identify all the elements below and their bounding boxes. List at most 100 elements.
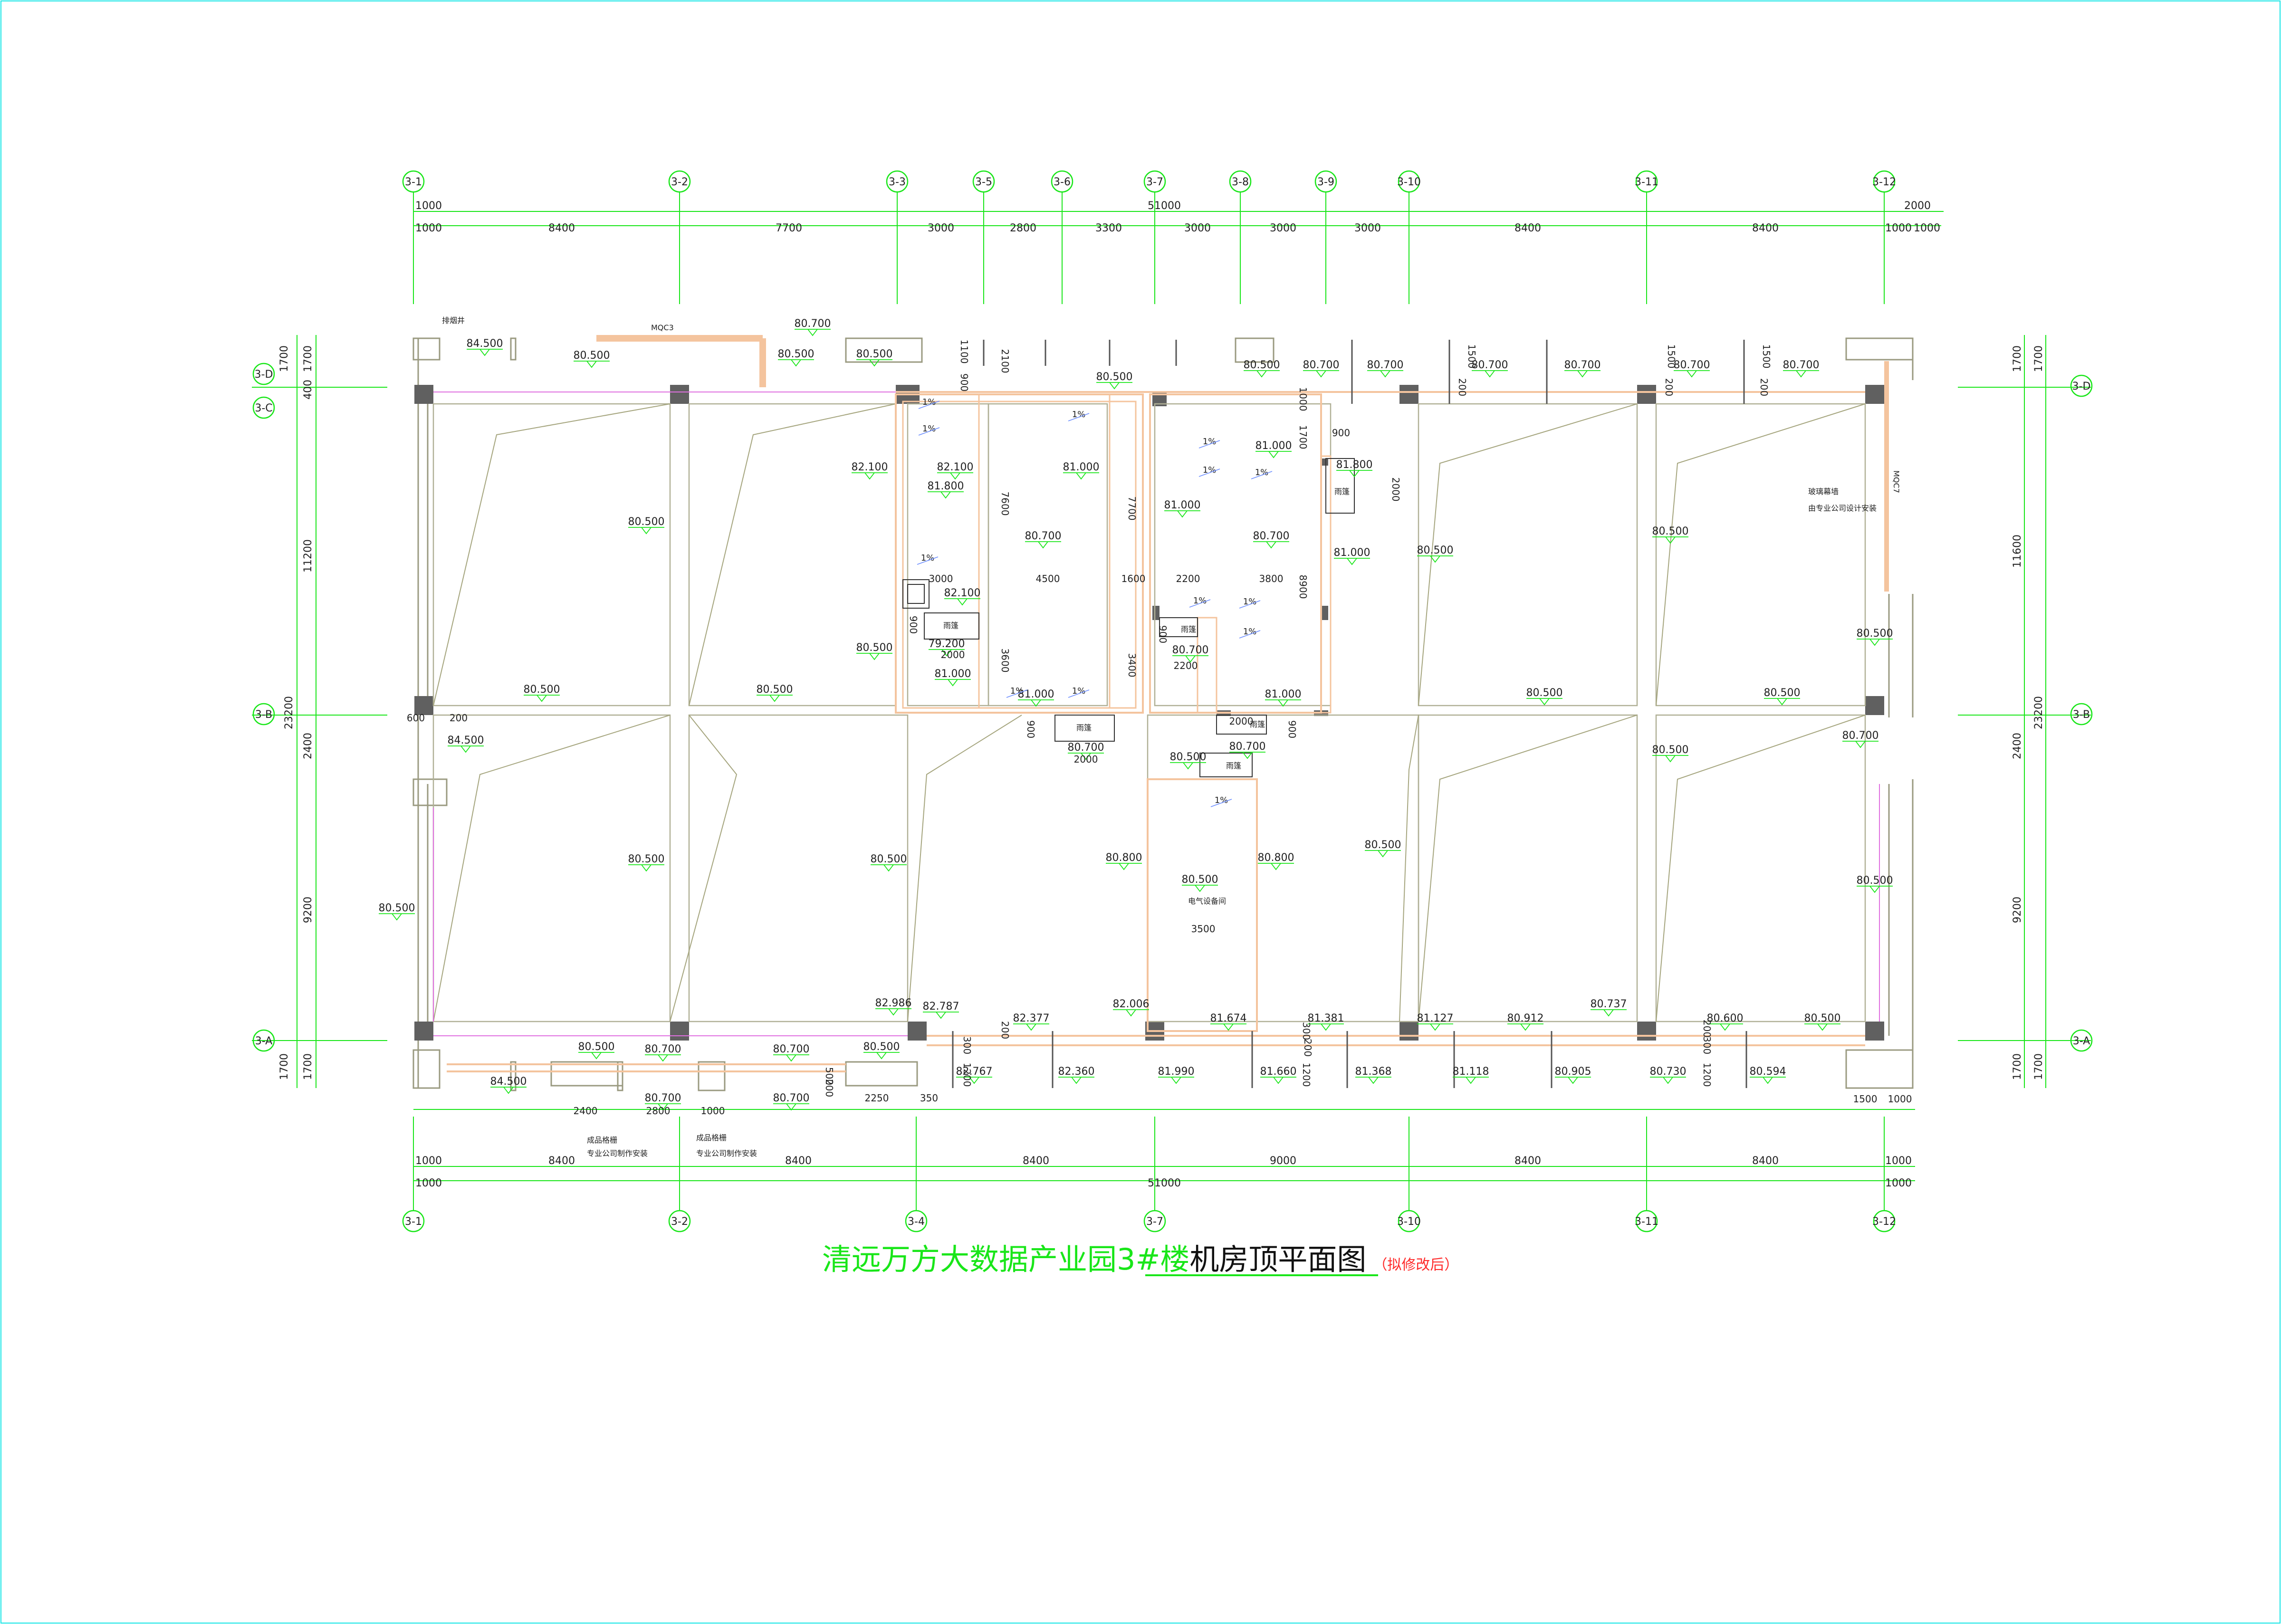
inner-dimension: 500 bbox=[824, 1067, 835, 1085]
slope-mark: 1% bbox=[1239, 627, 1261, 639]
dim-top-5: 3300 bbox=[1095, 222, 1122, 234]
svg-text:80.700: 80.700 bbox=[1253, 530, 1290, 542]
svg-text:80.600: 80.600 bbox=[1707, 1013, 1744, 1024]
svg-text:80.700: 80.700 bbox=[1367, 359, 1404, 371]
svg-text:80.500: 80.500 bbox=[1652, 525, 1689, 537]
elevation-mark: 80.500 bbox=[778, 348, 815, 367]
dim-right-2: 2400 bbox=[2012, 733, 2023, 759]
elevation-mark: 82.787 bbox=[923, 1001, 959, 1019]
elevation-mark: 80.500 bbox=[1804, 1013, 1841, 1031]
elevation-mark: 80.500 bbox=[1096, 371, 1132, 390]
svg-text:3-C: 3-C bbox=[255, 402, 272, 414]
svg-text:3-B: 3-B bbox=[2073, 709, 2090, 721]
svg-text:80.500: 80.500 bbox=[856, 642, 893, 654]
svg-text:80.500: 80.500 bbox=[1804, 1013, 1841, 1024]
elevation-mark: 80.700 bbox=[1229, 741, 1265, 759]
inner-dimension: 1000 bbox=[1297, 387, 1309, 411]
svg-text:81.674: 81.674 bbox=[1210, 1013, 1247, 1024]
dim-top-first: 1000 bbox=[415, 200, 442, 212]
svg-text:82.360: 82.360 bbox=[1058, 1066, 1095, 1078]
elevation-mark: 80.800 bbox=[1258, 852, 1294, 870]
dim-left-outer-top: 1700 bbox=[278, 345, 290, 372]
elevation-mark: 80.700 bbox=[773, 1092, 809, 1111]
dim-right-outer-bottom: 1700 bbox=[2033, 1053, 2045, 1080]
svg-text:80.700: 80.700 bbox=[1025, 530, 1062, 542]
elevation-mark: 81.000 bbox=[1063, 461, 1099, 480]
svg-text:81.000: 81.000 bbox=[1265, 688, 1302, 700]
slope-mark: 1% bbox=[1068, 686, 1090, 698]
svg-text:80.700: 80.700 bbox=[773, 1043, 810, 1055]
svg-text:3-6: 3-6 bbox=[1054, 176, 1071, 188]
dim-bottom-3: 8400 bbox=[1023, 1155, 1049, 1167]
svg-text:80.500: 80.500 bbox=[1652, 744, 1689, 756]
label-canopy-1: 雨篷 bbox=[1334, 487, 1350, 496]
inner-dimension: 2000 bbox=[1074, 754, 1098, 765]
inner-dimension: 2200 bbox=[1174, 660, 1198, 671]
dim-right-0: 1700 bbox=[2012, 345, 2023, 372]
svg-text:80.500: 80.500 bbox=[778, 348, 815, 360]
slope-mark: 1% bbox=[1189, 596, 1211, 608]
label-canopy-5: 雨篷 bbox=[1250, 720, 1265, 729]
svg-text:3-D: 3-D bbox=[2072, 381, 2091, 392]
inner-dimension: 600 bbox=[407, 712, 425, 724]
dim-left-2: 11200 bbox=[302, 539, 314, 573]
elevation-mark: 80.500 bbox=[628, 516, 664, 535]
axis-right-3-D-0: 3-D bbox=[2070, 374, 2093, 397]
slope-mark: 1% bbox=[917, 553, 939, 565]
elevation-mark: 80.800 bbox=[1106, 852, 1142, 870]
axis-top-3-12: 3-12 bbox=[1872, 170, 1896, 304]
axis-bottom-3-4: 3-4 bbox=[905, 1117, 928, 1232]
svg-text:80.500: 80.500 bbox=[628, 853, 665, 865]
title-underline bbox=[1145, 1274, 1378, 1276]
svg-text:82.986: 82.986 bbox=[875, 997, 912, 1009]
svg-text:80.500: 80.500 bbox=[871, 853, 907, 865]
inner-dimension: 1000 bbox=[701, 1105, 725, 1117]
svg-text:3-5: 3-5 bbox=[975, 176, 992, 188]
elevation-mark: 80.700 bbox=[1172, 644, 1208, 663]
svg-text:3-11: 3-11 bbox=[1635, 1216, 1658, 1228]
elevation-mark: 80.500 bbox=[379, 902, 415, 921]
label-grille-2: 成品格栅 bbox=[696, 1133, 727, 1142]
inner-dimension: 1700 bbox=[1297, 425, 1309, 449]
inner-dimension: 1200 bbox=[1301, 1063, 1312, 1087]
elevation-mark: 81.368 bbox=[1355, 1066, 1391, 1084]
elevation-mark: 81.000 bbox=[1164, 499, 1201, 518]
elevation-mark: 80.700 bbox=[1367, 359, 1404, 378]
svg-text:80.594: 80.594 bbox=[1750, 1066, 1786, 1078]
svg-text:80.700: 80.700 bbox=[1303, 359, 1340, 371]
elevation-mark: 80.500 bbox=[856, 642, 893, 660]
elevation-mark: 80.500 bbox=[1857, 628, 1893, 646]
svg-text:81.381: 81.381 bbox=[1308, 1013, 1344, 1024]
svg-text:1%: 1% bbox=[1215, 795, 1228, 805]
elevation-mark: 82.986 bbox=[875, 997, 912, 1016]
dim-bottom-total: 51000 bbox=[1148, 1177, 1181, 1189]
inner-dimension: 7600 bbox=[999, 492, 1011, 516]
axis-left-3-C-1: 3-C bbox=[252, 396, 275, 419]
wall-corner-ne bbox=[1845, 337, 1914, 361]
slope-mark: 1% bbox=[1239, 597, 1261, 609]
inner-dimension: 3000 bbox=[929, 573, 953, 584]
axis-bottom-3-1: 3-1 bbox=[402, 1117, 425, 1232]
dim-left-5: 1700 bbox=[302, 1053, 314, 1080]
svg-text:81.118: 81.118 bbox=[1453, 1066, 1489, 1078]
svg-text:80.500: 80.500 bbox=[1170, 751, 1207, 763]
inner-dimension: 1600 bbox=[1121, 573, 1146, 584]
elevation-mark: 80.500 bbox=[1244, 359, 1280, 378]
dim-top-8: 3000 bbox=[1354, 222, 1381, 234]
elevation-mark: 80.700 bbox=[1253, 530, 1290, 549]
svg-text:1%: 1% bbox=[1243, 627, 1257, 637]
elevation-mark: 80.500 bbox=[1182, 874, 1218, 892]
svg-text:1%: 1% bbox=[922, 397, 936, 407]
axis-bottom-3-7: 3-7 bbox=[1143, 1117, 1166, 1232]
dim-bottom-6: 8400 bbox=[1752, 1155, 1779, 1167]
svg-text:81.000: 81.000 bbox=[1164, 499, 1201, 511]
axis-bottom-3-11: 3-11 bbox=[1635, 1117, 1658, 1232]
elevation-mark: 80.700 bbox=[795, 318, 831, 336]
inner-dimension: 900 bbox=[1025, 720, 1036, 738]
svg-text:80.700: 80.700 bbox=[1783, 359, 1820, 371]
dim-top-11: 1000 bbox=[1885, 222, 1912, 234]
elevation-mark: 82.767 bbox=[956, 1066, 992, 1084]
inner-dimension: 300 bbox=[961, 1036, 973, 1054]
